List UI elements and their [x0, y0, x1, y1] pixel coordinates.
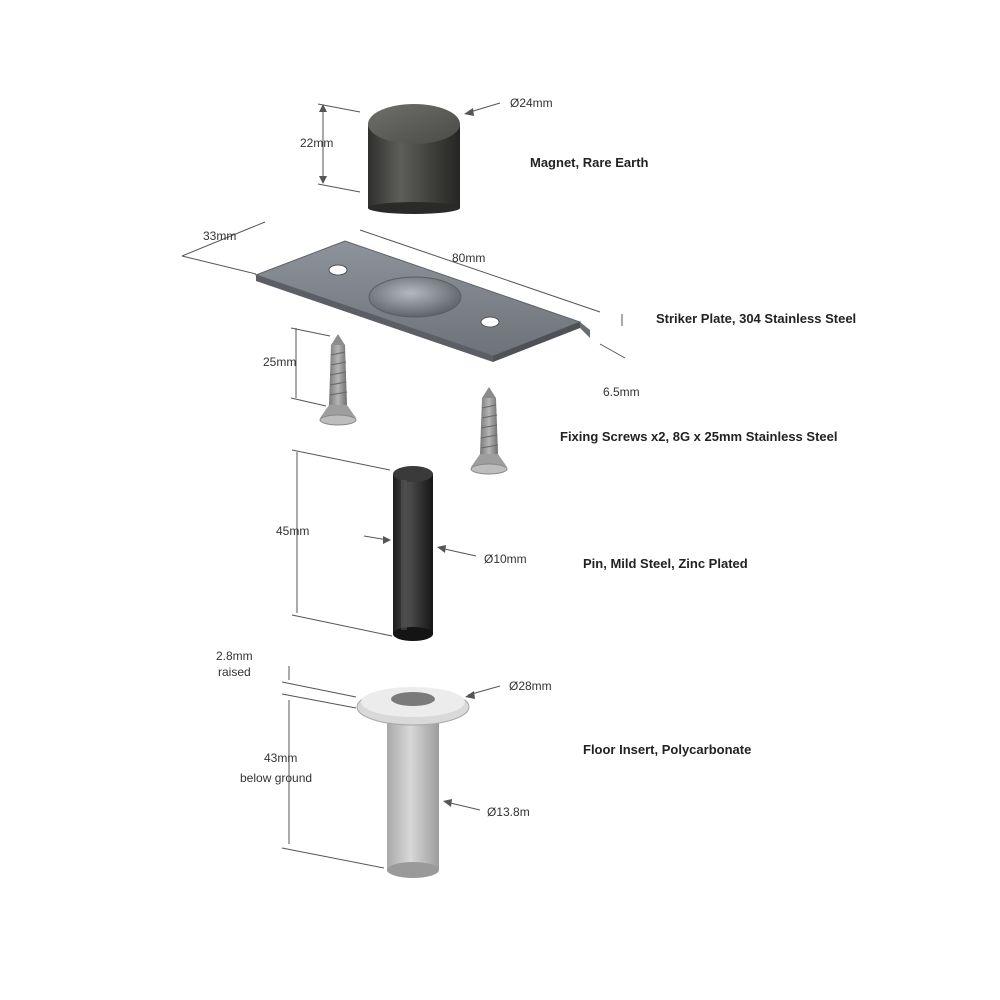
plate-length-dim: 80mm: [452, 251, 485, 265]
extension-line: [317, 103, 361, 113]
extension-line: [317, 183, 361, 193]
leader-line: [445, 801, 481, 811]
arrow-icon: [319, 176, 327, 184]
striker-plate-label: Striker Plate, 304 Stainless Steel: [656, 311, 856, 326]
insert-body-diameter-dim: Ø13.8m: [487, 805, 530, 819]
insert-raised-dim: 2.8mm: [216, 649, 253, 663]
plate-width-dim: 33mm: [203, 229, 236, 243]
floor-insert-label: Floor Insert, Polycarbonate: [583, 742, 751, 757]
extension-line: [281, 681, 357, 698]
leader-line: [439, 547, 477, 557]
extension-line: [181, 255, 257, 275]
plate-thickness-dim: 6.5mm: [603, 385, 640, 399]
extension-line: [281, 693, 357, 709]
screws-label: Fixing Screws x2, 8G x 25mm Stainless St…: [560, 429, 837, 444]
pin-part: [393, 466, 433, 641]
screw-length-dim: 25mm: [263, 355, 296, 369]
extension-line: [281, 847, 385, 869]
floor-insert-part: [356, 687, 470, 878]
striker-plate-part: [254, 240, 590, 362]
magnet-part: [368, 104, 460, 214]
insert-depth-note: below ground: [240, 771, 312, 785]
arrow-icon: [464, 108, 474, 116]
extension-line: [290, 397, 327, 407]
arrow-icon: [465, 691, 475, 699]
plate-width-line: [181, 221, 266, 257]
extension-line: [291, 614, 393, 637]
pin-label: Pin, Mild Steel, Zinc Plated: [583, 556, 748, 571]
arrow-icon: [383, 536, 391, 544]
arrow-icon: [443, 799, 452, 807]
leader-line: [469, 102, 501, 113]
insert-depth-dim: 43mm: [264, 751, 297, 765]
magnet-label: Magnet, Rare Earth: [530, 155, 649, 170]
leader-line: [599, 343, 626, 359]
pin-length-dim: 45mm: [276, 524, 309, 538]
insert-flange-diameter-dim: Ø28mm: [509, 679, 552, 693]
plate-length-line: [359, 229, 601, 313]
insert-raised-note: raised: [218, 665, 251, 679]
pin-diameter-dim: Ø10mm: [484, 552, 527, 566]
screw-right-part: [470, 387, 508, 475]
magnet-diameter-dim: Ø24mm: [510, 96, 553, 110]
arrow-icon: [437, 545, 446, 553]
extension-line: [291, 449, 391, 471]
magnet-height-dim: 22mm: [300, 136, 333, 150]
extension-line: [290, 327, 331, 337]
screw-left-part: [319, 334, 357, 426]
arrow-icon: [319, 104, 327, 112]
